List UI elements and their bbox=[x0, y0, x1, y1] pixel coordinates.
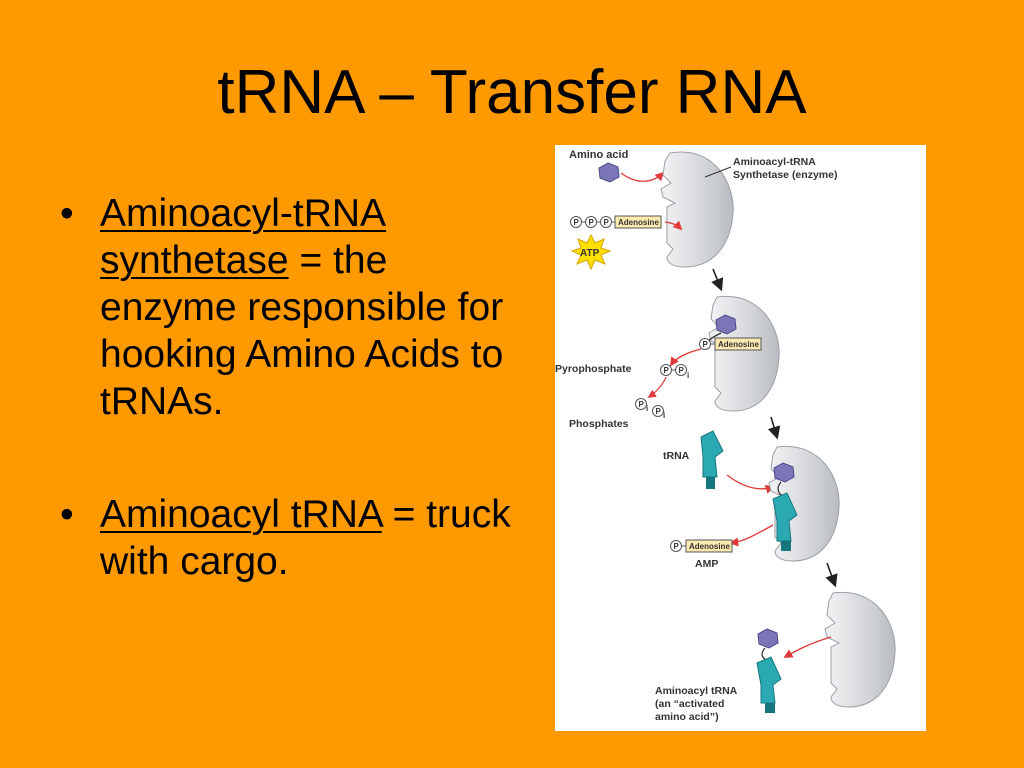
release-arrow-icon bbox=[669, 348, 702, 367]
phosphate-label: P bbox=[703, 340, 709, 349]
slide-title: tRNA – Transfer RNA bbox=[217, 58, 807, 127]
trna-label: tRNA bbox=[663, 450, 690, 462]
phosphate-label: P bbox=[664, 366, 670, 375]
enzyme-shape-stage4 bbox=[824, 591, 896, 708]
bullet-dot: • bbox=[60, 493, 74, 536]
atp-label: ATP bbox=[580, 248, 600, 259]
product-label-line2: (an “activated bbox=[655, 698, 724, 710]
step-arrow-1-icon bbox=[711, 268, 724, 292]
aminoacyl-trna-product-icon bbox=[756, 656, 782, 713]
amino-acid-hexagon-icon bbox=[757, 628, 779, 649]
pi-subscript: i bbox=[687, 371, 689, 380]
trna-bound-icon bbox=[772, 492, 798, 551]
trna-charging-diagram: Amino acid Aminoacyl-tRNA Synthetase (en… bbox=[555, 145, 926, 731]
definition-synthetase: = the enzyme responsible for hooking Ami… bbox=[100, 239, 504, 423]
bullet-dot: • bbox=[60, 192, 74, 235]
phosphate-label: P bbox=[574, 218, 580, 227]
phosphate-circle bbox=[652, 405, 664, 417]
atp-molecule-stage1: P P P Adenosine bbox=[570, 215, 662, 229]
pi-subscript: i bbox=[646, 404, 648, 413]
pyrophosphate-label: Pyrophosphate bbox=[555, 363, 632, 375]
pi-subscript: i bbox=[663, 411, 665, 420]
step-arrow-3-icon bbox=[825, 562, 838, 588]
hydrolysis-arrow-icon bbox=[647, 376, 667, 398]
amp-molecule: P Adenosine bbox=[670, 539, 733, 553]
phosphate-label: P bbox=[604, 218, 610, 227]
amino-acid-label: Amino acid bbox=[569, 149, 628, 161]
binding-arrow-icon bbox=[620, 171, 665, 182]
product-label-line1: Aminoacyl tRNA bbox=[655, 685, 738, 697]
atp-burst-icon bbox=[570, 233, 612, 271]
definition-aminoacyl-trna: = truck with cargo. bbox=[100, 493, 511, 583]
bullet-item-aminoacyl-trna: • Aminoacyl tRNA = truck with cargo. bbox=[58, 491, 518, 585]
product-label-line3: amino acid”) bbox=[655, 711, 719, 723]
phosphate-circle bbox=[675, 364, 687, 376]
adenosine-label: Adenosine bbox=[689, 542, 730, 551]
step-arrow-2-icon bbox=[767, 416, 781, 440]
enzyme-shape-stage1 bbox=[660, 151, 734, 268]
amino-acid-hexagon-icon bbox=[598, 162, 620, 183]
phosphate-label: P bbox=[679, 366, 685, 375]
phosphate-label: P bbox=[639, 400, 645, 409]
trna-binding-arrow-icon bbox=[726, 474, 775, 494]
aminoacyl-amp-stage2: P Adenosine bbox=[699, 337, 762, 351]
phosphates-label: Phosphates bbox=[569, 418, 629, 430]
enzyme-label-line2: Synthetase (enzyme) bbox=[733, 169, 837, 181]
phosphate-label: P bbox=[656, 407, 662, 416]
product-release-arrow-icon bbox=[783, 636, 832, 658]
amino-acid-hexagon-icon bbox=[715, 314, 737, 335]
trna-free-icon bbox=[700, 430, 724, 489]
enzyme-label-line1: Aminoacyl-tRNA bbox=[733, 156, 816, 168]
amino-acid-hexagon-icon bbox=[773, 462, 795, 483]
adenosine-label: Adenosine bbox=[718, 340, 759, 349]
atp-arrow-icon bbox=[664, 220, 683, 231]
term-synthetase: Aminoacyl-tRNA synthetase bbox=[100, 192, 387, 282]
phosphate-circle bbox=[635, 398, 647, 410]
enzyme-leader-line bbox=[704, 166, 732, 178]
phosphate-label: P bbox=[589, 218, 595, 227]
adenosine-label: Adenosine bbox=[618, 218, 659, 227]
amp-release-arrow-icon bbox=[729, 524, 774, 547]
bullet-list: • Aminoacyl-tRNA synthetase = the enzyme… bbox=[58, 190, 518, 585]
amp-label: AMP bbox=[695, 558, 718, 570]
bullet-item-synthetase: • Aminoacyl-tRNA synthetase = the enzyme… bbox=[58, 190, 518, 425]
phosphate-label: P bbox=[674, 542, 680, 551]
term-aminoacyl-trna: Aminoacyl tRNA bbox=[100, 493, 382, 536]
enzyme-shape-stage2 bbox=[708, 295, 780, 412]
